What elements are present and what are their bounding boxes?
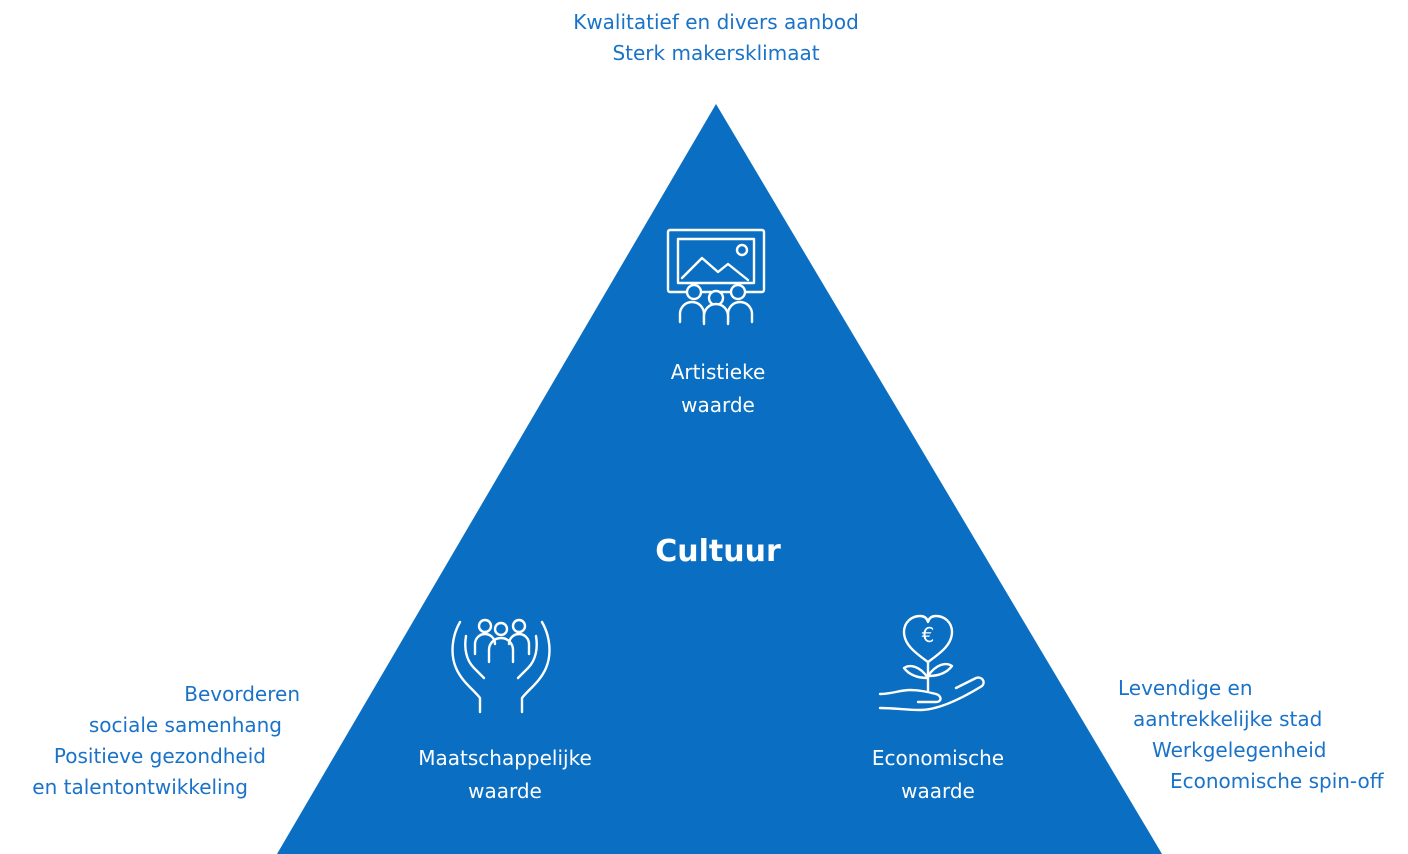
economic-label-line-1: Economische xyxy=(871,746,1005,770)
economic-outcome-line-1: Levendige en xyxy=(1118,676,1253,700)
framed-picture-audience-icon xyxy=(666,228,766,326)
hand-with-euro-plant-icon: € xyxy=(878,614,985,712)
economic-outcome-line-4: Economische spin-off xyxy=(1170,769,1384,793)
economic-outcomes-text: Levendige en aantrekkelijke stad Werkgel… xyxy=(1118,673,1408,797)
center-title: Cultuur xyxy=(655,534,781,569)
artistic-label-line-1: Artistieke xyxy=(670,360,766,384)
social-label-line-2: waarde xyxy=(468,779,542,803)
social-outcome-line-3: Positieve gezondheid xyxy=(53,744,266,768)
artistic-label-line-2: waarde xyxy=(681,393,755,417)
hands-holding-people-icon xyxy=(451,618,551,714)
artistic-outcome-line-2: Sterk makersklimaat xyxy=(612,41,820,65)
social-outcome-line-1: Bevorderen xyxy=(184,682,300,706)
social-outcomes-text: Bevorderen sociale samenhang Positieve g… xyxy=(0,679,300,803)
social-outcome-line-4: en talentontwikkeling xyxy=(32,775,248,799)
artistic-outcome-line-1: Kwalitatief en divers aanbod xyxy=(573,10,859,34)
economic-value-label: Economische waarde xyxy=(838,742,1038,808)
social-label-line-1: Maatschappelijke xyxy=(418,746,592,770)
artistic-outcomes-text: Kwalitatief en divers aanbod Sterk maker… xyxy=(0,7,1408,69)
euro-symbol: € xyxy=(922,623,935,647)
economic-outcome-line-3: Werkgelegenheid xyxy=(1152,738,1327,762)
economic-label-line-2: waarde xyxy=(901,779,975,803)
social-value-label: Maatschappelijke waarde xyxy=(405,742,605,808)
artistic-value-label: Artistieke waarde xyxy=(618,356,818,422)
social-outcome-line-2: sociale samenhang xyxy=(88,713,282,737)
economic-outcome-line-2: aantrekkelijke stad xyxy=(1133,707,1323,731)
